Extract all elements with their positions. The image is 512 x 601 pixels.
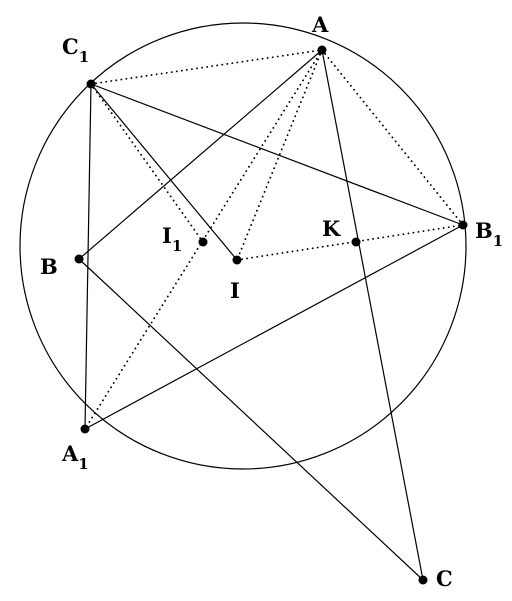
circumcircle	[19, 22, 467, 470]
point-c1	[86, 79, 96, 89]
label-i1: I1	[162, 223, 182, 255]
dotted-a-b1	[321, 49, 464, 226]
segment-c1-i	[90, 83, 238, 261]
point-i1	[198, 237, 208, 247]
label-a: A	[311, 12, 329, 37]
dotted-a-i	[236, 49, 323, 261]
point-i	[232, 255, 242, 265]
label-k: K	[322, 216, 341, 241]
point-c	[418, 575, 428, 585]
segment-a-c	[321, 49, 424, 581]
label-a1: A1	[61, 441, 89, 473]
segment-c1-b1	[90, 83, 464, 226]
segment-a-b	[78, 49, 323, 260]
point-k	[351, 237, 361, 247]
point-b1	[458, 220, 468, 230]
label-c: C	[436, 566, 453, 591]
point-b	[74, 254, 84, 264]
point-a1	[80, 424, 90, 434]
segment-b-c	[78, 258, 424, 581]
label-b: B	[40, 254, 58, 279]
label-c1: C1	[62, 34, 89, 66]
dotted-c1-i1	[90, 83, 204, 243]
dotted-i-b1	[236, 224, 464, 261]
point-a	[317, 45, 327, 55]
segment-c1-a1	[84, 83, 92, 430]
label-b1: B1	[475, 218, 503, 250]
segment-a1-b1	[84, 224, 464, 430]
label-i: I	[230, 278, 240, 303]
dotted-c1-a	[90, 49, 323, 85]
